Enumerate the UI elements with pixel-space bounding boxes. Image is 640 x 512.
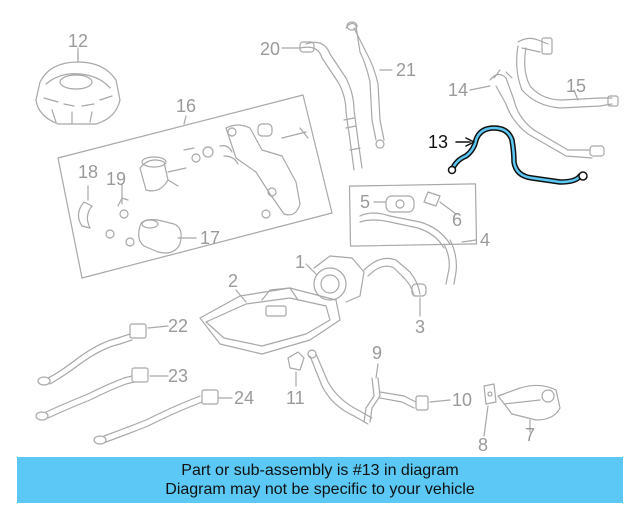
callout-7: 7 [525, 425, 536, 445]
part-19-valve [117, 146, 214, 219]
part-22-sensor [37, 323, 147, 386]
part-16-bracket [219, 123, 309, 219]
part-11-fitting [287, 351, 305, 371]
callout-13: 13 [428, 132, 449, 152]
part-13-hose-highlighted [447, 125, 588, 185]
callout-22: 22 [168, 316, 189, 336]
part-15-tube [516, 37, 619, 109]
part-23-sensor [35, 367, 149, 421]
part-7-bracket [497, 384, 561, 421]
callout-18: 18 [78, 162, 99, 182]
callout-12: 12 [68, 31, 89, 51]
part-18-clip [77, 201, 93, 229]
callout-6: 6 [452, 210, 463, 230]
callout-21: 21 [396, 60, 417, 80]
callout-24: 24 [234, 388, 255, 408]
leader-lines [77, 47, 579, 437]
callout-20: 20 [260, 39, 281, 59]
callout-11: 11 [286, 388, 305, 408]
callout-5: 5 [360, 192, 371, 212]
banner-line-2: Diagram may not be specific to your vehi… [165, 481, 475, 498]
part-17-canister [105, 219, 182, 254]
callout-4: 4 [480, 230, 491, 250]
part-14-tube [489, 69, 605, 159]
callout-3: 3 [415, 317, 426, 337]
group-box-16 [57, 94, 333, 279]
part-21-hose [345, 21, 385, 149]
part-4-assembly [359, 191, 451, 249]
part-2-housing [199, 287, 341, 355]
banner-line-1: Part or sub-assembly is #13 in diagram [181, 462, 459, 479]
group-box-4 [348, 183, 478, 247]
part-24-sensor [93, 389, 219, 445]
part-9-tube [307, 349, 429, 425]
part-1-pump [313, 239, 457, 303]
callout-15: 15 [566, 76, 587, 96]
callout-16: 16 [176, 96, 197, 116]
callout-1: 1 [295, 252, 306, 272]
callout-2: 2 [228, 271, 239, 291]
part-8-clip [483, 383, 497, 405]
callout-9: 9 [372, 343, 383, 363]
info-banner: Part or sub-assembly is #13 in diagram D… [17, 457, 623, 503]
callout-17: 17 [200, 228, 221, 248]
callout-10: 10 [452, 390, 473, 410]
callout-14: 14 [448, 80, 469, 100]
part-12-pump [35, 51, 121, 125]
callout-23: 23 [168, 366, 189, 386]
callout-8: 8 [478, 435, 489, 455]
part-20-hose [299, 41, 363, 171]
callout-19: 19 [106, 169, 127, 189]
